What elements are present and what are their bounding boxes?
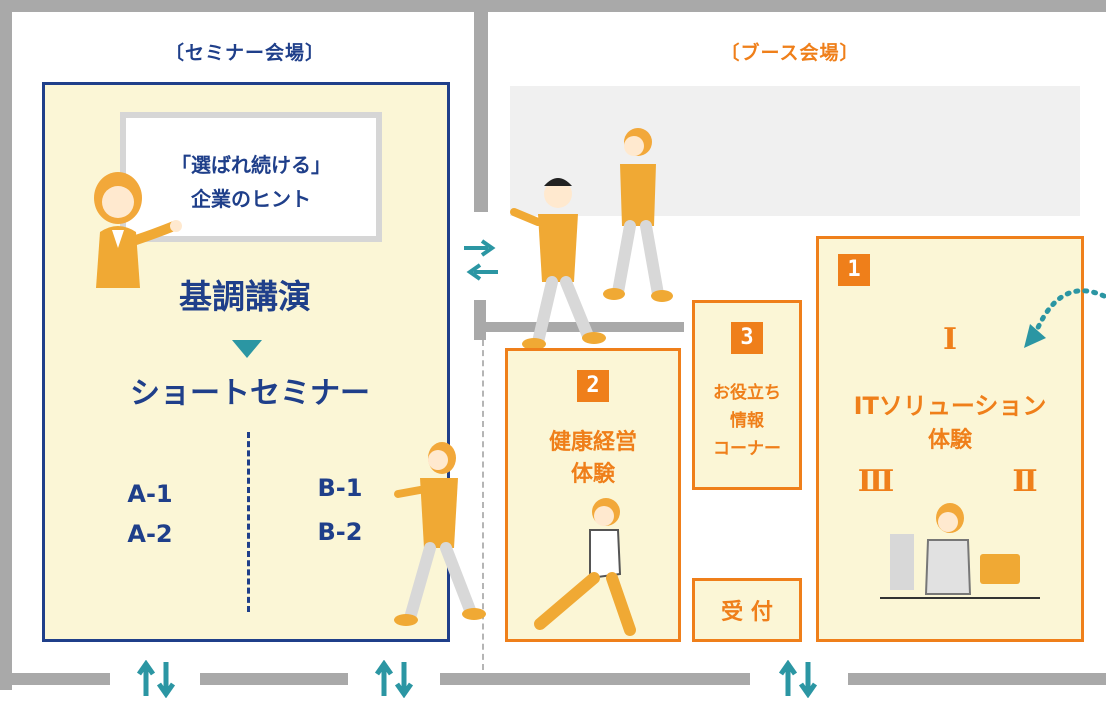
screen-line-2: 企業のヒント xyxy=(191,187,311,211)
screen-line-1: 「選ばれ続ける」 xyxy=(171,153,331,177)
center-wall-upper xyxy=(474,12,488,212)
bottom-wall-seg2 xyxy=(200,673,348,685)
zone-2-line-2: 体験 xyxy=(570,462,615,487)
reception-box xyxy=(692,578,802,642)
session-a1: A-1 xyxy=(127,480,173,508)
curved-arrow-icon xyxy=(1024,288,1106,348)
zone-1-line-1: ITソリューション xyxy=(853,392,1047,420)
seminar-screen: 「選ばれ続ける」 企業のヒント xyxy=(120,112,382,242)
seminar-hall-title: 〔セミナー会場〕 xyxy=(164,42,325,64)
bottom-wall-seg3 xyxy=(440,673,750,685)
zone-1-number: 1 xyxy=(838,254,870,286)
session-a2: A-2 xyxy=(127,520,173,548)
session-b2: B-2 xyxy=(317,518,363,546)
side-door-arrows-icon xyxy=(464,239,498,281)
laptop-worker-illustration xyxy=(880,503,1040,599)
walking-couple-illustration xyxy=(510,128,673,350)
zone-1-roman-left: Ⅲ xyxy=(857,464,895,499)
zone-1-line-2: 体験 xyxy=(927,428,972,453)
entrance-arrows-icon xyxy=(374,660,414,698)
presenter-illustration xyxy=(94,172,182,288)
zone-3-line-1: お役立ち xyxy=(713,383,781,403)
seminar-divider xyxy=(247,432,250,612)
zone-3-line-3: コーナー xyxy=(713,439,781,459)
zone-2-line-1: 健康経営 xyxy=(548,430,637,455)
zone-1-roman-top: I xyxy=(942,322,958,357)
center-wall-lower xyxy=(474,300,486,340)
down-triangle-icon xyxy=(232,340,262,358)
walking-woman-illustration xyxy=(394,442,486,626)
entrance-arrows-icon xyxy=(778,660,818,698)
reception-label: 受 付 xyxy=(721,600,773,625)
stretching-woman-illustration xyxy=(534,498,636,636)
session-b1: B-1 xyxy=(317,474,363,502)
zone-3-line-2: 情報 xyxy=(730,411,764,431)
booth-hall-title: 〔ブース会場〕 xyxy=(720,42,860,64)
outer-wall-top xyxy=(0,0,1106,12)
dashed-partition xyxy=(482,340,484,670)
zone-2-number: 2 xyxy=(577,370,609,402)
keynote-label: 基調講演 xyxy=(179,277,311,316)
bottom-wall-seg1 xyxy=(0,673,110,685)
outer-wall-left xyxy=(0,0,12,690)
bottom-wall-seg4 xyxy=(848,673,1106,685)
zone-1-roman-right: Ⅱ xyxy=(1012,464,1038,499)
short-seminar-label: ショートセミナー xyxy=(130,376,370,411)
faded-banner xyxy=(510,86,1080,216)
zone-3-number: 3 xyxy=(731,322,763,354)
entrance-arrows-icon xyxy=(136,660,176,698)
